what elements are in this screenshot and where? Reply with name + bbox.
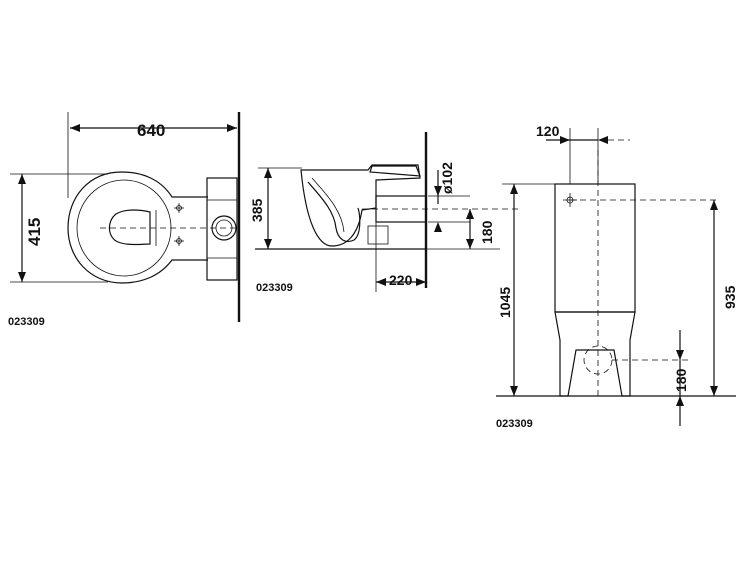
- top-view-code: 023309: [8, 316, 45, 328]
- height-label: 385: [249, 198, 265, 222]
- outlet-height-arrow-top: [466, 209, 474, 219]
- pan-trapway: [311, 177, 345, 233]
- diameter-arrow-bottom: [434, 222, 442, 232]
- inlet-height-arrow-top: [676, 350, 684, 360]
- outlet-height-label: 180: [479, 220, 495, 244]
- depth-arrow-top: [18, 174, 26, 184]
- seat-outline: [369, 165, 421, 177]
- bowl-outline: [67, 171, 208, 284]
- total-height-arrow-bottom: [510, 386, 518, 396]
- diameter-label: ø102: [439, 162, 455, 194]
- depth-arrow-bottom: [18, 272, 26, 282]
- outlet-distance-arrow-right: [416, 278, 426, 286]
- outlet-height-arrow-bottom: [466, 239, 474, 249]
- outlet-base-block: [367, 225, 389, 245]
- inlet-height-arrow-bottom: [676, 396, 684, 406]
- top-view: 640 415 023309: [8, 112, 241, 328]
- inlet-height-label: 180: [673, 368, 689, 392]
- outlet-distance-arrow-left: [376, 278, 386, 286]
- fixing-mark-top: [174, 203, 184, 213]
- bowl-inner-basin: [108, 209, 151, 246]
- cistern-height-label: 935: [722, 285, 738, 309]
- height-arrow-bottom: [264, 239, 272, 249]
- fixing-mark-bottom: [174, 236, 184, 246]
- outlet-distance-label: 220: [389, 272, 413, 288]
- side-view-code: 023309: [256, 282, 293, 294]
- width-arrow-left: [70, 124, 80, 132]
- offset-arrow-right: [598, 136, 608, 144]
- diameter-arrow-top: [434, 186, 442, 196]
- cistern-outline: [554, 183, 636, 313]
- width-label: 640: [137, 121, 165, 140]
- front-view: 120 1045 935 180 023309: [496, 123, 738, 430]
- offset-arrow-left: [560, 136, 570, 144]
- pan-inner-bowl: [307, 181, 361, 243]
- side-view: 385 ø102 180 220 023309: [249, 132, 520, 294]
- front-view-code: 023309: [496, 418, 533, 430]
- width-arrow-right: [227, 124, 237, 132]
- cistern-block-top-view: [206, 177, 238, 281]
- depth-label: 415: [25, 218, 44, 246]
- cistern-height-arrow-bottom: [710, 386, 718, 396]
- cistern-height-arrow-top: [710, 200, 718, 210]
- height-arrow-top: [264, 168, 272, 178]
- pan-outline: [300, 164, 421, 247]
- pan-base-outline: [554, 311, 636, 397]
- total-height-label: 1045: [497, 287, 513, 318]
- total-height-arrow-top: [510, 184, 518, 194]
- offset-label: 120: [536, 123, 560, 139]
